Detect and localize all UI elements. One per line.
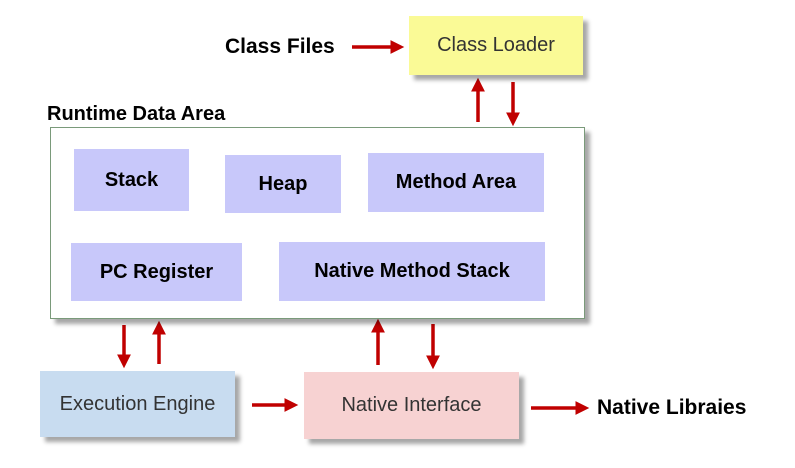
native-method-stack-label: Native Method Stack <box>314 260 510 282</box>
method-area-label: Method Area <box>395 171 517 193</box>
stack-label: Stack <box>104 168 159 191</box>
method-area-box: Method Area <box>368 153 544 212</box>
stack-box: Stack <box>74 149 189 211</box>
native-interface-box: Native Interface <box>304 372 519 439</box>
class-loader-label: Class Loader <box>437 34 555 56</box>
pc-register-label: PC Register <box>99 260 214 283</box>
runtime-data-area-label: Runtime Data Area <box>47 103 226 125</box>
class-loader-box: Class Loader <box>409 16 583 75</box>
pc-register-box: PC Register <box>71 243 242 301</box>
native-method-stack-box: Native Method Stack <box>279 242 545 301</box>
heap-box: Heap <box>225 155 341 213</box>
heap-label: Heap <box>258 172 308 195</box>
native-interface-label: Native Interface <box>341 394 482 416</box>
class-files-label: Class Files <box>225 35 335 58</box>
native-libraries-label: Native Libraies <box>597 396 747 419</box>
execution-engine-label: Execution Engine <box>59 392 216 415</box>
execution-engine-box: Execution Engine <box>40 371 235 437</box>
